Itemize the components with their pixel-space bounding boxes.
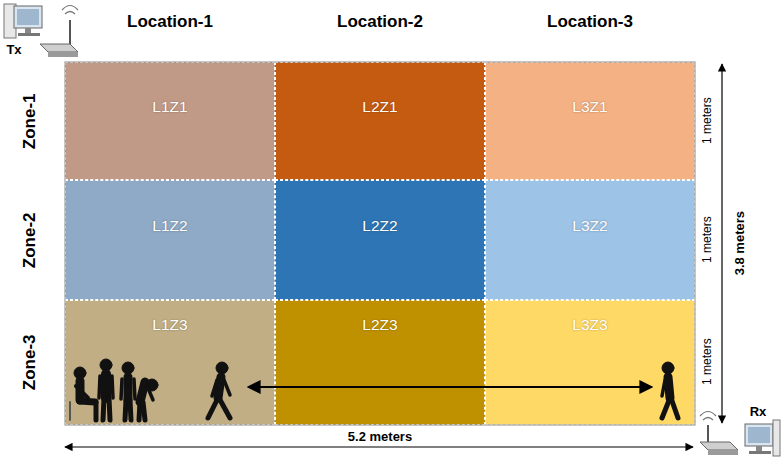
rx-station [700,412,780,457]
cell-label: L2Z2 [276,217,484,235]
row-header: Zone-2 [21,212,40,268]
cell-label: L3Z3 [486,316,694,334]
cell-label: L1Z3 [66,316,274,334]
dimension: 3.8 meters [733,208,747,278]
column-header: Location-2 [337,13,423,32]
width-dimension [65,446,693,447]
zone-cell: L2Z1 [275,62,485,180]
walking-path [248,386,652,388]
tx-label: Tx [6,43,21,57]
cell-label: L2Z1 [276,98,484,116]
zone-cell: L1Z2 [65,180,275,300]
people [70,359,678,420]
zone-cell: L3Z2 [485,180,695,300]
zone-cell: L1Z1 [65,62,275,180]
dimension: 1 meters [700,217,713,264]
zone-cell: L3Z3 [485,300,695,425]
zone-cell: L3Z1 [485,62,695,180]
cell-label: L3Z1 [486,98,694,116]
dimension: 1 meters [700,339,713,386]
column-header: Location-1 [127,13,213,32]
dimension: 5.2 meters [345,430,415,444]
rx-label: Rx [750,405,767,419]
room-outline [65,62,695,425]
cell-label: L1Z2 [66,217,274,235]
zone-cell: L2Z2 [275,180,485,300]
dimension: 1 meters [700,98,713,145]
height-dimension [721,64,722,423]
cell-label: L3Z2 [486,217,694,235]
cell-label: L1Z1 [66,98,274,116]
row-header: Zone-1 [21,93,40,149]
tx-station [4,4,78,57]
cell-label: L2Z3 [276,316,484,334]
zone-cell: L2Z3 [275,300,485,425]
column-header: Location-3 [547,13,633,32]
row-header: Zone-3 [21,334,40,390]
